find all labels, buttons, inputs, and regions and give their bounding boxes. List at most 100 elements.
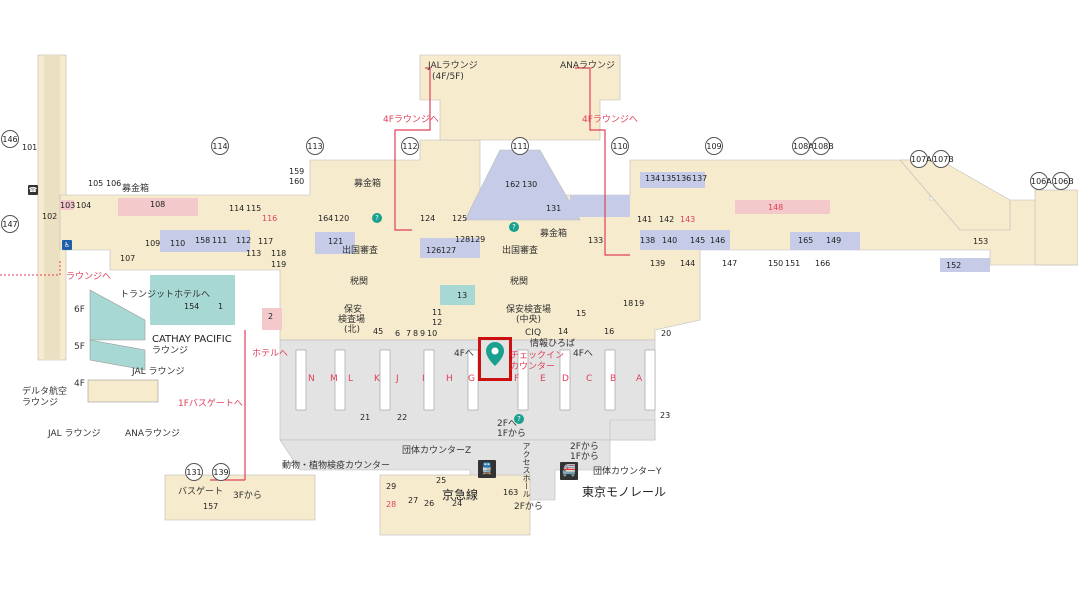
shop-159[interactable]: 159 [289, 167, 305, 176]
shop-114[interactable]: 114 [229, 204, 245, 213]
gate-107a[interactable]: 107A [910, 150, 932, 168]
shop-126[interactable]: 126 [426, 246, 442, 255]
shop-19[interactable]: 19 [634, 299, 645, 308]
shop-153[interactable]: 153 [973, 237, 989, 246]
shop-12[interactable]: 12 [432, 318, 443, 327]
shop-145[interactable]: 145 [690, 236, 706, 245]
gate-114[interactable]: 114 [211, 137, 229, 155]
shop-45[interactable]: 45 [373, 327, 384, 336]
shop-151[interactable]: 151 [785, 259, 801, 268]
shop-20[interactable]: 20 [661, 329, 672, 338]
shop-103[interactable]: 103 [60, 201, 76, 210]
shop-18[interactable]: 18 [623, 299, 634, 308]
shop-115[interactable]: 115 [246, 204, 262, 213]
shop-163[interactable]: 163 [503, 488, 519, 497]
shop-1[interactable]: 1 [218, 302, 224, 311]
shop-14[interactable]: 14 [558, 327, 569, 336]
shop-28[interactable]: 28 [386, 500, 397, 509]
shop-125[interactable]: 125 [452, 214, 468, 223]
shop-124[interactable]: 124 [420, 214, 436, 223]
shop-136[interactable]: 136 [676, 174, 692, 183]
shop-15[interactable]: 15 [576, 309, 587, 318]
shop-21[interactable]: 21 [360, 413, 371, 422]
shop-142[interactable]: 142 [659, 215, 675, 224]
gate-111[interactable]: 111 [511, 137, 529, 155]
gate-110[interactable]: 110 [611, 137, 629, 155]
shop-120[interactable]: 120 [334, 214, 350, 223]
shop-150[interactable]: 150 [768, 259, 784, 268]
shop-143[interactable]: 143 [680, 215, 696, 224]
shop-154[interactable]: 154 [184, 302, 200, 311]
shop-140[interactable]: 140 [662, 236, 678, 245]
gate-146[interactable]: 146 [1, 130, 19, 148]
shop-111[interactable]: 111 [212, 236, 228, 245]
shop-147[interactable]: 147 [722, 259, 738, 268]
shop-138[interactable]: 138 [640, 236, 656, 245]
gate-106b[interactable]: 106B [1052, 172, 1074, 190]
shop-118[interactable]: 118 [271, 249, 287, 258]
shop-26[interactable]: 26 [424, 499, 435, 508]
shop-16[interactable]: 16 [604, 327, 615, 336]
shop-101[interactable]: 101 [22, 143, 38, 152]
gate-131[interactable]: 131 [185, 463, 203, 481]
shop-25[interactable]: 25 [436, 476, 447, 485]
shop-13[interactable]: 13 [457, 291, 468, 300]
shop-133[interactable]: 133 [588, 236, 604, 245]
gate-112[interactable]: 112 [401, 137, 419, 155]
shop-23[interactable]: 23 [660, 411, 671, 420]
shop-148[interactable]: 148 [768, 203, 784, 212]
shop-160[interactable]: 160 [289, 177, 305, 186]
shop-105[interactable]: 105 [88, 179, 104, 188]
shop-144[interactable]: 144 [680, 259, 696, 268]
shop-137[interactable]: 137 [692, 174, 708, 183]
gate-109[interactable]: 109 [705, 137, 723, 155]
shop-27[interactable]: 27 [408, 496, 419, 505]
gate-108a[interactable]: 108A [792, 137, 814, 155]
gate-139[interactable]: 139 [212, 463, 230, 481]
shop-24[interactable]: 24 [452, 499, 463, 508]
gate-147[interactable]: 147 [1, 215, 19, 233]
shop-129[interactable]: 129 [470, 235, 486, 244]
shop-157[interactable]: 157 [203, 502, 219, 511]
shop-2[interactable]: 2 [268, 312, 274, 321]
shop-131[interactable]: 131 [546, 204, 562, 213]
gate-107b[interactable]: 107B [932, 150, 954, 168]
shop-119[interactable]: 119 [271, 260, 287, 269]
shop-109[interactable]: 109 [145, 239, 161, 248]
shop-29[interactable]: 29 [386, 482, 397, 491]
shop-128[interactable]: 128 [455, 235, 471, 244]
shop-11[interactable]: 11 [432, 308, 443, 317]
shop-121[interactable]: 121 [328, 237, 344, 246]
shop-104[interactable]: 104 [76, 201, 92, 210]
shop-10[interactable]: 10 [427, 329, 438, 338]
shop-107[interactable]: 107 [120, 254, 136, 263]
shop-152[interactable]: 152 [946, 261, 962, 270]
shop-146[interactable]: 146 [710, 236, 726, 245]
shop-7[interactable]: 7 [406, 329, 412, 338]
shop-116[interactable]: 116 [262, 214, 278, 223]
shop-149[interactable]: 149 [826, 236, 842, 245]
gate-108b[interactable]: 108B [812, 137, 834, 155]
shop-8[interactable]: 8 [413, 329, 419, 338]
shop-22[interactable]: 22 [397, 413, 408, 422]
selected-location-frame[interactable] [478, 337, 512, 381]
shop-108[interactable]: 108 [150, 200, 166, 209]
shop-110[interactable]: 110 [170, 239, 186, 248]
shop-127[interactable]: 127 [441, 246, 457, 255]
shop-106[interactable]: 106 [106, 179, 122, 188]
shop-139[interactable]: 139 [650, 259, 666, 268]
shop-117[interactable]: 117 [258, 237, 274, 246]
shop-162[interactable]: 162 [505, 180, 521, 189]
shop-166[interactable]: 166 [815, 259, 831, 268]
shop-112[interactable]: 112 [236, 236, 252, 245]
shop-141[interactable]: 141 [637, 215, 653, 224]
shop-165[interactable]: 165 [798, 236, 814, 245]
shop-113[interactable]: 113 [246, 249, 262, 258]
shop-130[interactable]: 130 [522, 180, 538, 189]
shop-102[interactable]: 102 [42, 212, 58, 221]
shop-9[interactable]: 9 [420, 329, 426, 338]
gate-106a[interactable]: 106A [1030, 172, 1052, 190]
shop-164[interactable]: 164 [318, 214, 334, 223]
gate-113[interactable]: 113 [306, 137, 324, 155]
shop-134[interactable]: 134 [645, 174, 661, 183]
